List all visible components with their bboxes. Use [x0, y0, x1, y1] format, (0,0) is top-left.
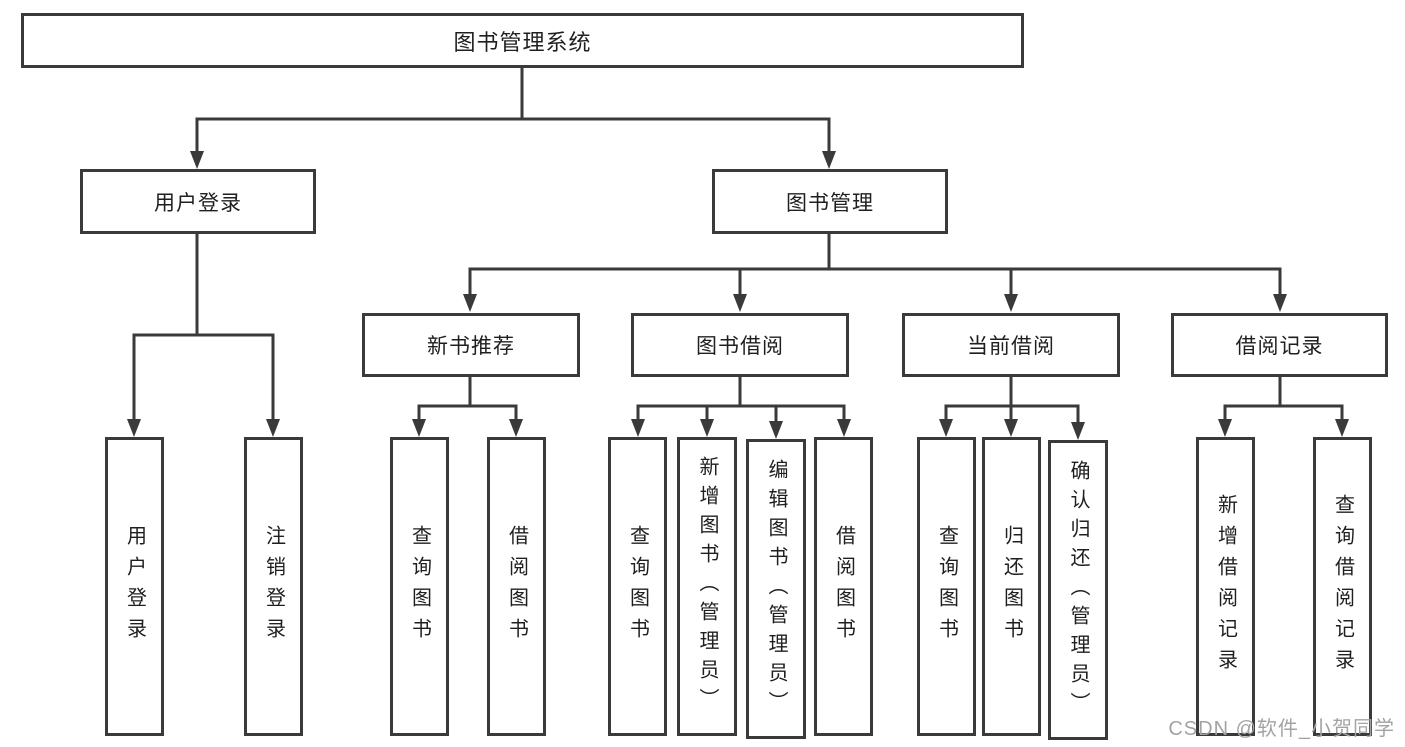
leaf-user-login: 用户登录 [105, 437, 164, 736]
leaf-add-borrow-record-label: 新增借阅记录 [1214, 493, 1237, 680]
node-book-borrowing: 图书借阅 [631, 313, 849, 377]
leaf-query-borrow-record-label: 查询借阅记录 [1331, 493, 1354, 680]
leaf-edit-books-admin: 编辑图书（管理员） [746, 439, 806, 739]
leaf-confirm-return-admin: 确认归还（管理员） [1048, 440, 1108, 740]
node-user-login: 用户登录 [80, 169, 316, 234]
leaf-logout: 注销登录 [244, 437, 303, 736]
leaf-borrow-books-borrowing-label: 借阅图书 [832, 524, 855, 649]
leaf-confirm-return-admin-label: 确认归还（管理员） [1067, 459, 1089, 721]
leaf-query-books-recommend-label: 查询图书 [408, 524, 431, 649]
leaf-logout-label: 注销登录 [262, 524, 285, 649]
node-user-login-label: 用户登录 [154, 191, 242, 215]
node-borrowing-records: 借阅记录 [1171, 313, 1388, 377]
node-root-system: 图书管理系统 [21, 13, 1024, 68]
leaf-return-books: 归还图书 [982, 437, 1041, 736]
node-current-borrowing-label: 当前借阅 [967, 335, 1055, 358]
node-new-book-recommendation: 新书推荐 [362, 313, 580, 377]
leaf-add-books-admin-label: 新增图书（管理员） [696, 456, 718, 717]
leaf-borrow-books-recommend: 借阅图书 [487, 437, 546, 736]
leaf-user-login-label: 用户登录 [123, 524, 146, 649]
leaf-add-borrow-record: 新增借阅记录 [1196, 437, 1255, 736]
node-new-book-recommendation-label: 新书推荐 [427, 335, 515, 358]
node-book-borrowing-label: 图书借阅 [696, 335, 784, 358]
leaf-edit-books-admin-label: 编辑图书（管理员） [765, 458, 787, 720]
leaf-query-books-recommend: 查询图书 [390, 437, 449, 736]
leaf-query-books-borrowing: 查询图书 [608, 437, 667, 736]
leaf-query-borrow-record: 查询借阅记录 [1313, 437, 1372, 736]
node-current-borrowing: 当前借阅 [902, 313, 1120, 377]
leaf-return-books-label: 归还图书 [1000, 524, 1023, 649]
node-book-management: 图书管理 [712, 169, 948, 234]
csdn-watermark: CSDN @软件_小贺同学 [1168, 718, 1395, 740]
leaf-borrow-books-borrowing: 借阅图书 [814, 437, 873, 736]
leaf-add-books-admin: 新增图书（管理员） [677, 437, 737, 736]
node-borrowing-records-label: 借阅记录 [1235, 335, 1324, 358]
leaf-query-books-current: 查询图书 [917, 437, 976, 736]
leaf-borrow-books-recommend-label: 借阅图书 [505, 524, 528, 649]
leaf-query-books-borrowing-label: 查询图书 [626, 524, 649, 649]
node-root-system-label: 图书管理系统 [453, 29, 592, 55]
node-book-management-label: 图书管理 [786, 191, 874, 215]
leaf-query-books-current-label: 查询图书 [935, 524, 958, 649]
